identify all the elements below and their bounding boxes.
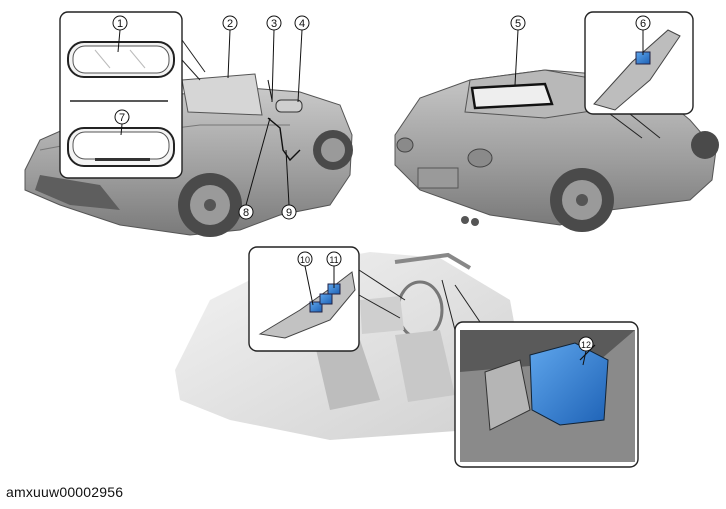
callout-9: 9 xyxy=(281,204,297,220)
callout-7: 7 xyxy=(114,109,130,125)
svg-text:1: 1 xyxy=(117,18,123,30)
callout-11: 11 xyxy=(326,251,342,267)
inset-rear-switch xyxy=(584,11,694,139)
svg-text:4: 4 xyxy=(299,18,305,30)
callout-10: 10 xyxy=(297,251,313,267)
svg-text:8: 8 xyxy=(243,207,249,219)
svg-text:11: 11 xyxy=(329,255,338,265)
inset-window-switch-panel xyxy=(248,246,406,352)
svg-text:5: 5 xyxy=(515,18,521,30)
callout-8: 8 xyxy=(238,204,254,220)
rearview-mirror-auto-dimming xyxy=(67,127,175,167)
leader-lines xyxy=(117,29,644,366)
svg-text:2: 2 xyxy=(227,18,233,30)
callout-6: 6 xyxy=(635,15,651,31)
svg-text:9: 9 xyxy=(286,207,292,219)
inset-rearview-mirrors xyxy=(59,11,206,179)
callout-2: 2 xyxy=(222,15,238,31)
figure-id-label: amxuuw00002956 xyxy=(6,484,124,500)
svg-text:3: 3 xyxy=(271,18,277,30)
callout-12: 12 xyxy=(578,336,594,352)
rearview-mirror-standard xyxy=(67,41,175,78)
svg-text:6: 6 xyxy=(640,18,646,30)
callout-3: 3 xyxy=(266,15,282,31)
callout-4: 4 xyxy=(294,15,310,31)
svg-text:10: 10 xyxy=(300,255,310,265)
svg-text:7: 7 xyxy=(119,112,125,124)
callout-5: 5 xyxy=(510,15,526,31)
svg-text:12: 12 xyxy=(581,340,591,350)
callout-1: 1 xyxy=(112,15,128,31)
